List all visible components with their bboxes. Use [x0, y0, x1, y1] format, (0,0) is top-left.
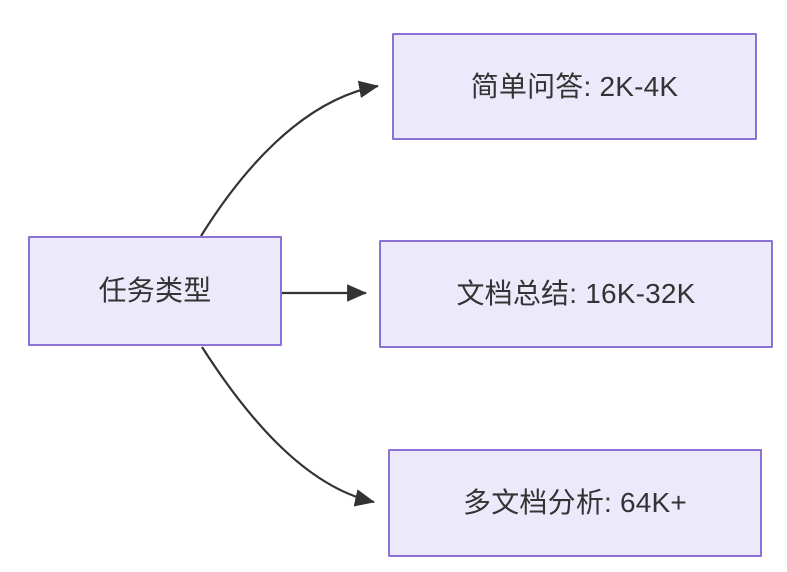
node-task-type-label: 任务类型 — [98, 275, 212, 307]
node-task-type[interactable]: 任务类型 — [28, 236, 282, 346]
edge-root-to-simple-qa — [200, 80, 379, 237]
node-multi-doc-analysis[interactable]: 多文档分析: 64K+ — [388, 449, 762, 557]
node-multi-doc-analysis-label: 多文档分析: 64K+ — [463, 487, 687, 519]
node-simple-qa-label: 简单问答: 2K-4K — [470, 70, 679, 102]
node-simple-qa[interactable]: 简单问答: 2K-4K — [392, 33, 757, 140]
edge-root-to-multi-doc — [201, 346, 375, 507]
node-doc-summary[interactable]: 文档总结: 16K-32K — [379, 240, 773, 348]
node-doc-summary-label: 文档总结: 16K-32K — [456, 278, 696, 310]
